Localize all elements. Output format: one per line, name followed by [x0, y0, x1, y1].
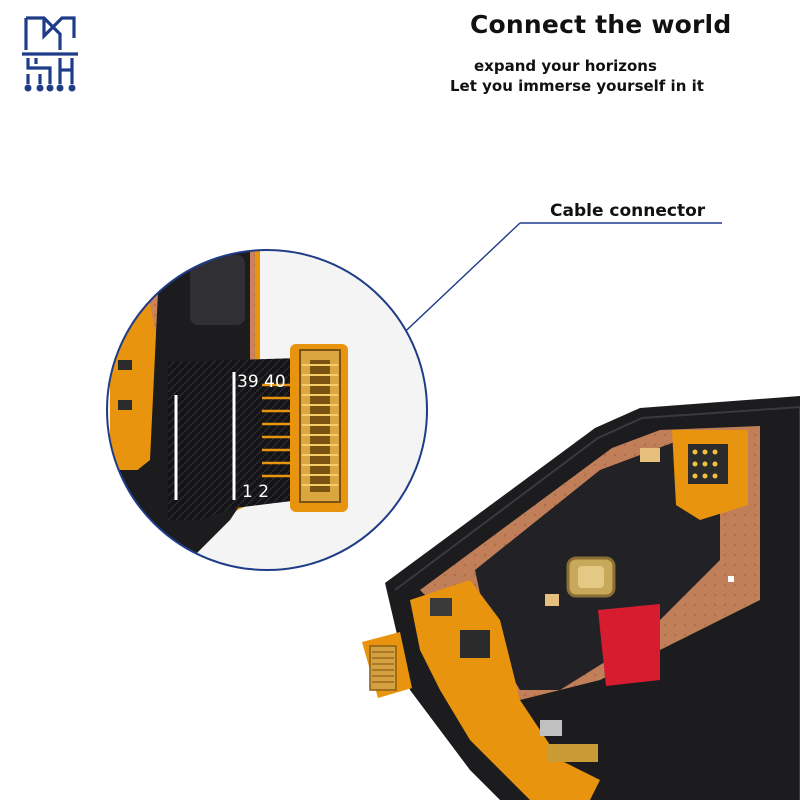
callout-label: Cable connector	[550, 201, 706, 221]
pin-label-top: 39 40	[237, 372, 286, 392]
pin-label-bottom: 1 2	[242, 482, 269, 502]
subheadline-2: Let you immerse yourself in it	[450, 77, 704, 95]
subheadline-1: expand your horizons	[474, 57, 657, 75]
zoom-inset: 39 40 1 2	[106, 249, 428, 571]
headline: Connect the world	[470, 10, 732, 39]
circuit-logo-icon	[22, 16, 78, 92]
zoom-inset-border	[106, 249, 428, 571]
display-panel	[362, 396, 800, 800]
